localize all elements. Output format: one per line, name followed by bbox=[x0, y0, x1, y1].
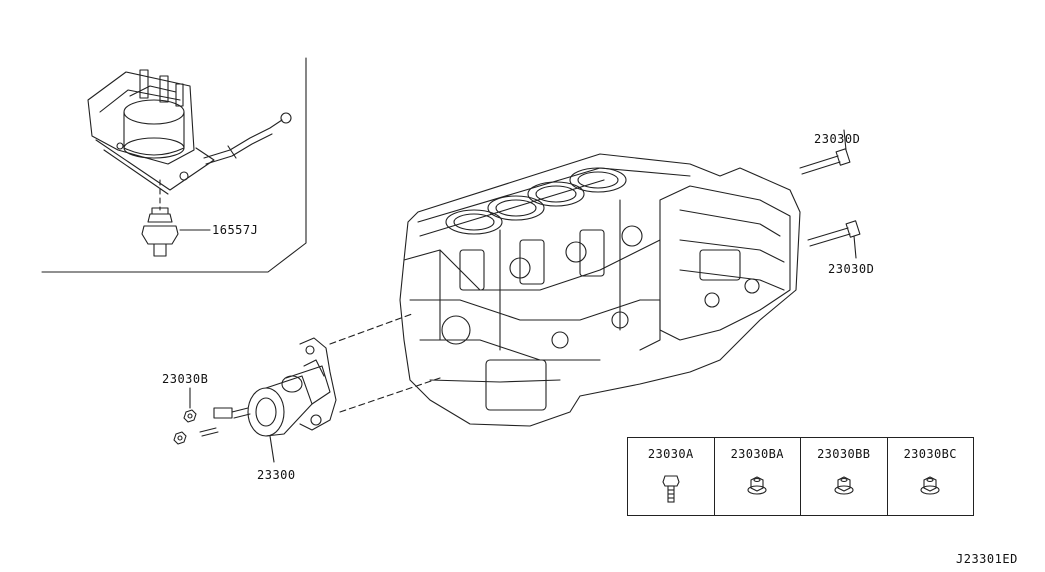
alignment-lines bbox=[329, 313, 441, 413]
part-label-16557J: 16557J bbox=[212, 223, 259, 237]
legend-cell: 23030A bbox=[628, 438, 715, 515]
inset-frame bbox=[41, 57, 307, 273]
legend-code: 23030BA bbox=[730, 447, 784, 461]
starter-nut-illustration bbox=[173, 409, 197, 445]
flange-nut-icon bbox=[834, 476, 854, 495]
engine-block-illustration bbox=[399, 153, 801, 427]
legend-cell: 23030BA bbox=[715, 438, 801, 515]
legend-code: 23030BC bbox=[903, 447, 957, 461]
part-label-23030B: 23030B bbox=[162, 372, 209, 386]
fastener-legend-table: 23030A 23030BA 23030BB bbox=[627, 437, 974, 516]
part-label-23300: 23300 bbox=[257, 468, 296, 482]
part-label-23030D-lower: 23030D bbox=[828, 262, 875, 276]
bolt-upper-illustration bbox=[799, 148, 851, 175]
starter-motor-illustration bbox=[199, 337, 337, 437]
legend-cell: 23030BC bbox=[888, 438, 974, 515]
legend-cell: 23030BB bbox=[801, 438, 888, 515]
diagram-code: J23301ED bbox=[956, 552, 1018, 566]
bolt-lower-illustration bbox=[807, 220, 861, 247]
part-label-23030D-upper: 23030D bbox=[814, 132, 861, 146]
bolt-icon bbox=[662, 475, 680, 503]
flange-nut-icon bbox=[747, 476, 767, 495]
flange-nut-icon bbox=[920, 476, 940, 495]
legend-code: 23030BB bbox=[817, 447, 871, 461]
ground-cable-assembly-illustration bbox=[87, 69, 292, 257]
legend-code: 23030A bbox=[647, 447, 694, 461]
